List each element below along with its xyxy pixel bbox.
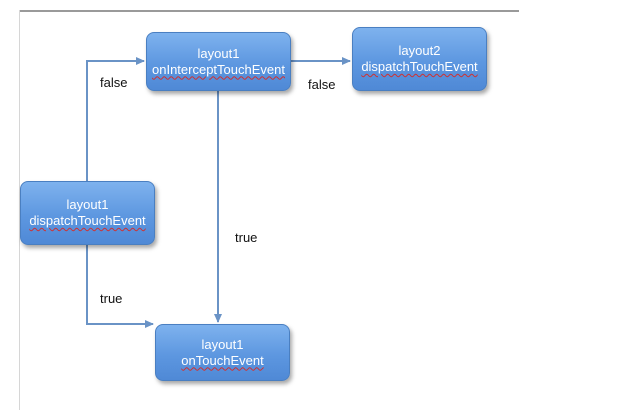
node-method: onInterceptTouchEvent bbox=[152, 61, 285, 77]
edge-label-true: true bbox=[100, 291, 123, 306]
node-method: dispatchTouchEvent bbox=[361, 59, 478, 74]
edge-dispatch1-to-ontouch bbox=[86, 245, 154, 328]
node-title: layout1 bbox=[197, 45, 240, 61]
node-title: layout2 bbox=[398, 43, 441, 58]
edge-label-false: false bbox=[308, 77, 336, 92]
edge-label-false: false bbox=[100, 75, 128, 90]
edge-label-true: true bbox=[235, 230, 258, 245]
node-layout2-dispatchtouchevent: layout2 dispatchTouchEvent bbox=[352, 27, 487, 91]
edge-dispatch1-to-intercept bbox=[86, 57, 145, 181]
node-title: layout1 bbox=[66, 197, 109, 212]
node-layout1-ontouchevent: layout1 onTouchEvent bbox=[155, 324, 290, 381]
node-title: layout1 bbox=[201, 336, 244, 352]
slide-top-border bbox=[19, 10, 519, 12]
node-layout1-dispatchtouchevent: layout1 dispatchTouchEvent bbox=[20, 181, 155, 245]
node-method: onTouchEvent bbox=[181, 352, 264, 368]
node-layout1-onintercepttouchevent: layout1 onInterceptTouchEvent bbox=[146, 32, 291, 91]
slide-left-border bbox=[19, 10, 20, 410]
node-method: dispatchTouchEvent bbox=[29, 213, 146, 228]
